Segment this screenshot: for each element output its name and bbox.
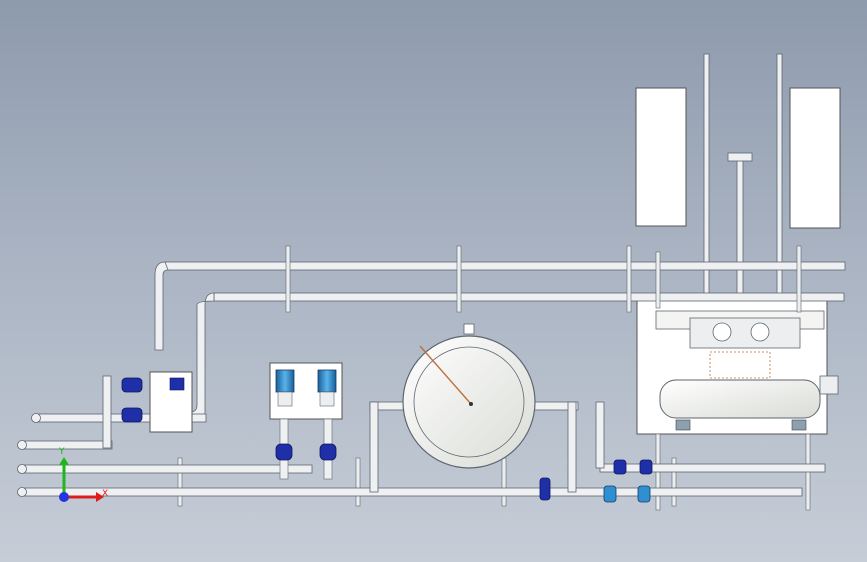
- coordinate-triad: X Y: [58, 447, 108, 502]
- x-axis-arrowhead: [96, 492, 104, 502]
- pump-station: [269, 362, 343, 480]
- support-post-4: [655, 251, 661, 309]
- lower-pipe-4[interactable]: [21, 487, 803, 497]
- support-post-bottom-2: [355, 457, 361, 507]
- y-axis-label: Y: [58, 447, 65, 457]
- vessel-right-drop-pipe: [567, 401, 577, 493]
- support-post-2: [456, 245, 462, 313]
- inline-valve-right-1[interactable]: [603, 485, 617, 503]
- vent-pipe-right[interactable]: [776, 53, 783, 335]
- vessel-center-mark: [469, 402, 473, 406]
- header-pipe-second[interactable]: [213, 292, 845, 302]
- inline-valve-right-2[interactable]: [637, 485, 651, 503]
- vessel-left-drop-pipe: [369, 401, 379, 493]
- inline-valve-vessel-return[interactable]: [539, 477, 551, 501]
- vessel-head: [413, 346, 525, 458]
- return-valve-2[interactable]: [639, 459, 653, 475]
- right-cabinet-panel[interactable]: [789, 87, 841, 229]
- riser-tee-fitting: [727, 152, 753, 162]
- vessel-far-right-pipe: [595, 401, 605, 469]
- left-valve-manifold: [121, 371, 193, 433]
- pressure-vessel: [369, 323, 605, 493]
- vessel-level-indicator: [419, 345, 472, 405]
- pipe-supports: [177, 245, 802, 507]
- pump-motor-right[interactable]: [317, 369, 337, 393]
- top-right-module: [635, 53, 841, 511]
- horizontal-receiver-tank[interactable]: [659, 379, 821, 419]
- lower-pipe-2[interactable]: [21, 440, 113, 450]
- vent-pipe-left[interactable]: [703, 53, 710, 335]
- manifold-valve-lower[interactable]: [121, 407, 143, 423]
- header-elbow-top-left: [154, 261, 169, 351]
- return-pipe-right[interactable]: [599, 463, 826, 473]
- upper-header-pipes: [149, 261, 846, 421]
- gauge-bracket: [709, 351, 771, 379]
- pump-motor-left[interactable]: [275, 369, 295, 393]
- pipe-end-cap-1: [31, 413, 41, 423]
- pump-body-left: [277, 391, 293, 407]
- pump-valve-right[interactable]: [319, 443, 337, 461]
- lower-header-pipes: [17, 375, 826, 497]
- support-post-bottom-1: [177, 457, 183, 507]
- pipe-end-cap-4: [17, 487, 27, 497]
- x-axis-label: X: [102, 489, 108, 499]
- support-post-bottom-3: [501, 457, 507, 507]
- pipe-end-cap-2: [17, 440, 27, 450]
- right-valve-group: [539, 459, 653, 503]
- manifold-valve-upper[interactable]: [121, 377, 143, 393]
- left-cabinet-panel[interactable]: [635, 87, 687, 227]
- z-axis-origin: [59, 492, 69, 502]
- y-axis-arrowhead: [59, 457, 69, 465]
- receiver-tank-flange: [819, 375, 839, 395]
- pump-housing[interactable]: [689, 317, 801, 349]
- manifold-gauge: [169, 377, 185, 391]
- pump-inlet-port: [712, 322, 732, 342]
- header-pipe-top[interactable]: [164, 261, 846, 271]
- vessel-top-nozzle: [463, 323, 475, 335]
- pump-outlet-port: [750, 322, 770, 342]
- support-post-5: [796, 245, 802, 313]
- receiver-tank-foot-right: [791, 419, 807, 431]
- pump-valve-left[interactable]: [275, 443, 293, 461]
- pipe-drop-left: [102, 375, 112, 449]
- return-valve-1[interactable]: [613, 459, 627, 475]
- support-post-3: [626, 245, 632, 313]
- support-post-bottom-4: [671, 457, 677, 507]
- receiver-tank-foot-left: [675, 419, 691, 431]
- support-post-1: [285, 245, 291, 313]
- pump-body-right: [319, 391, 335, 407]
- pipe-end-cap-3: [17, 464, 27, 474]
